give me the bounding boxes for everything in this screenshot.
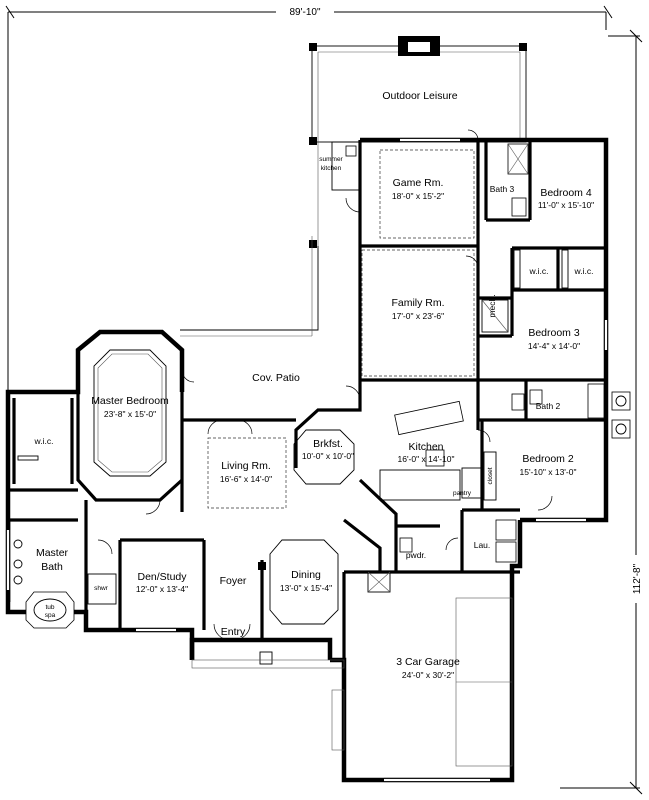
outdoor-leisure-label: Outdoor Leisure (382, 90, 457, 102)
bedroom3-label: Bedroom 3 (528, 327, 580, 339)
pantry-label: pantry (453, 490, 472, 497)
game-rm-label: Game Rm. (393, 177, 444, 189)
depth-dimension-label: 112'-8" (632, 563, 643, 594)
kitchen-label: Kitchen (408, 441, 443, 453)
master-bath-label-1: Master (36, 547, 69, 559)
living-rm-size: 16'-6" x 14'-0" (220, 474, 272, 484)
entry-label: Entry (221, 626, 246, 638)
brkfst-label: Brkfst. (313, 438, 343, 450)
wic-b4b-label: w.i.c. (574, 266, 594, 276)
summer-kitchen-label-2: kitchen (321, 165, 342, 172)
master-bedroom-label: Master Bedroom (91, 395, 169, 407)
width-dimension: 89'-10" (5, 5, 613, 392)
dining-size: 13'-0" x 15'-4" (280, 583, 332, 593)
closet-label: closet (487, 467, 494, 484)
den-study-size: 12'-0" x 13'-4" (136, 584, 188, 594)
summer-kitchen-label-1: summer (319, 156, 343, 163)
dining-label: Dining (291, 569, 321, 581)
interior-walls (8, 140, 606, 660)
family-rm-label: Family Rm. (391, 297, 444, 309)
living-rm-label: Living Rm. (221, 460, 271, 472)
master-bedroom-size: 23'-8" x 15'-0" (104, 409, 156, 419)
depth-dimension: 112'-8" (560, 29, 643, 795)
family-rm-size: 17'-0" x 23'-6" (392, 311, 444, 321)
den-study-label: Den/Study (137, 571, 187, 583)
master-tray-ceiling (93, 349, 167, 477)
garage-size: 24'-0" x 30'-2" (402, 670, 454, 680)
spa-label: spa (45, 612, 56, 619)
master-bath-label-2: Bath (41, 561, 63, 573)
brkfst-size: 10'-0" x 10'-0" (302, 451, 354, 461)
laundry-label: Lau. (474, 540, 491, 550)
garage-label: 3 Car Garage (396, 656, 460, 668)
kitchen-island (394, 400, 464, 436)
bedroom2-size: 15'-10" x 13'-0" (519, 467, 576, 477)
wic-b4a-label: w.i.c. (529, 266, 549, 276)
outdoor-leisure-area (309, 36, 527, 248)
tub-spa (25, 591, 75, 629)
bath2-label: Bath 2 (536, 401, 561, 411)
master-wic-label: w.i.c. (34, 436, 54, 446)
game-rm-size: 18'-0" x 15'-2" (392, 191, 444, 201)
shwr-label: shwr (94, 585, 109, 592)
door-swings (97, 129, 553, 641)
kitchen-size: 16'-0" x 14'-10" (397, 454, 454, 464)
dining-tray-ceiling (269, 539, 339, 625)
bedroom3-size: 14'-4" x 14'-0" (528, 341, 580, 351)
mech-label: mech. (487, 294, 497, 317)
windows (5, 137, 609, 783)
bedroom2-label: Bedroom 2 (522, 453, 574, 465)
covered-patio-outline (180, 236, 319, 337)
width-dimension-label: 89'-10" (289, 7, 320, 18)
cov-patio-label: Cov. Patio (252, 372, 300, 384)
bedroom4-size: 11'-0" x 15'-10" (538, 200, 594, 210)
tub-label: tub (45, 604, 54, 611)
foyer-label: Foyer (220, 575, 247, 587)
pwdr-label: pwdr. (406, 550, 426, 560)
bath3-label: Bath 3 (490, 184, 515, 194)
bedroom4-label: Bedroom 4 (540, 187, 592, 199)
